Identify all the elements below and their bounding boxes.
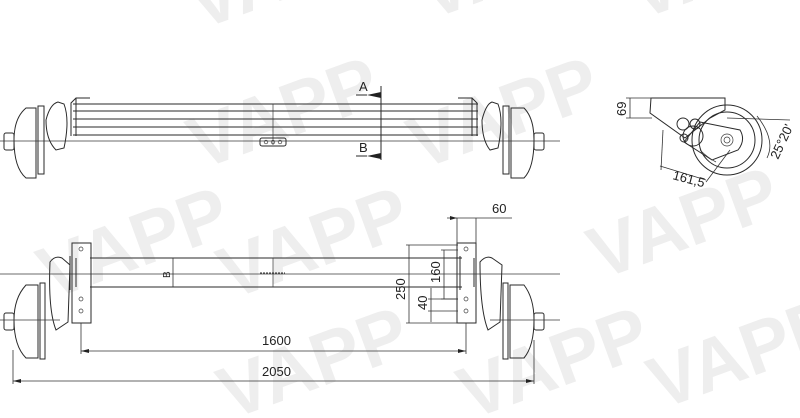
dim-2050: 2050	[262, 364, 291, 379]
dim-1600: 1600	[262, 333, 291, 348]
svg-text:VAPP: VAPP	[27, 170, 240, 315]
front-view-axle: B 60 250	[0, 201, 560, 384]
svg-text:VAPP: VAPP	[637, 280, 800, 418]
section-label-a: A	[359, 79, 368, 94]
svg-text:VAPP: VAPP	[407, 0, 620, 35]
watermark-layer: VAPP VAPP VAPP VAPP VAPP VAPP VAPP VAPP …	[27, 0, 800, 418]
section-label-b: B	[359, 140, 368, 155]
top-view-axle: A B	[0, 79, 560, 179]
section-label-b-front: B	[162, 271, 173, 278]
dim-69: 69	[614, 102, 629, 116]
dim-40: 40	[415, 296, 430, 310]
dim-60: 60	[492, 201, 506, 216]
svg-text:VAPP: VAPP	[177, 0, 390, 45]
svg-text:VAPP: VAPP	[177, 40, 390, 185]
dim-250: 250	[393, 278, 408, 300]
svg-text:VAPP: VAPP	[447, 290, 660, 418]
dim-160: 160	[428, 261, 443, 283]
svg-text:VAPP: VAPP	[617, 0, 800, 35]
dim-angle: 25°20'	[767, 122, 796, 162]
